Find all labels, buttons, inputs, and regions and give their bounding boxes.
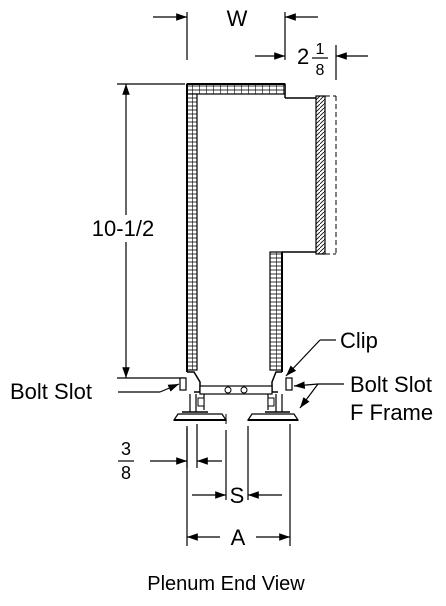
bolt-slot-left-label: Bolt Slot bbox=[10, 379, 92, 404]
inlet-collar bbox=[285, 95, 337, 255]
collar-offset-dimension bbox=[255, 45, 368, 80]
overall-width-dimension bbox=[186, 424, 291, 546]
plenum-body bbox=[186, 83, 318, 372]
bolt-slot-left-callout bbox=[118, 383, 180, 393]
collar-offset-denominator: 8 bbox=[316, 62, 325, 79]
caption: Plenum End View bbox=[147, 573, 305, 595]
collar-offset-whole: 2 bbox=[297, 44, 309, 69]
bolt-slot-right-label: Bolt Slot bbox=[350, 372, 432, 397]
frame-assembly bbox=[172, 371, 300, 424]
f-frame-label: F Frame bbox=[350, 400, 433, 425]
slot-width-label: S bbox=[230, 483, 245, 508]
flange-gap-dimension bbox=[150, 424, 222, 468]
overall-width-label: A bbox=[231, 525, 246, 550]
width-dimension bbox=[153, 12, 318, 60]
bolt-slot-right-callout bbox=[293, 381, 344, 409]
flange-gap-denominator: 8 bbox=[121, 463, 131, 483]
height-dimension bbox=[117, 83, 185, 379]
width-label: W bbox=[227, 6, 248, 31]
slot-width-dimension bbox=[192, 426, 282, 500]
clip-label: Clip bbox=[340, 328, 378, 353]
flange-gap-numerator: 3 bbox=[121, 439, 131, 459]
clip-callout bbox=[285, 339, 336, 377]
collar-offset-numerator: 1 bbox=[316, 41, 325, 58]
height-label: 10-1/2 bbox=[92, 216, 154, 241]
